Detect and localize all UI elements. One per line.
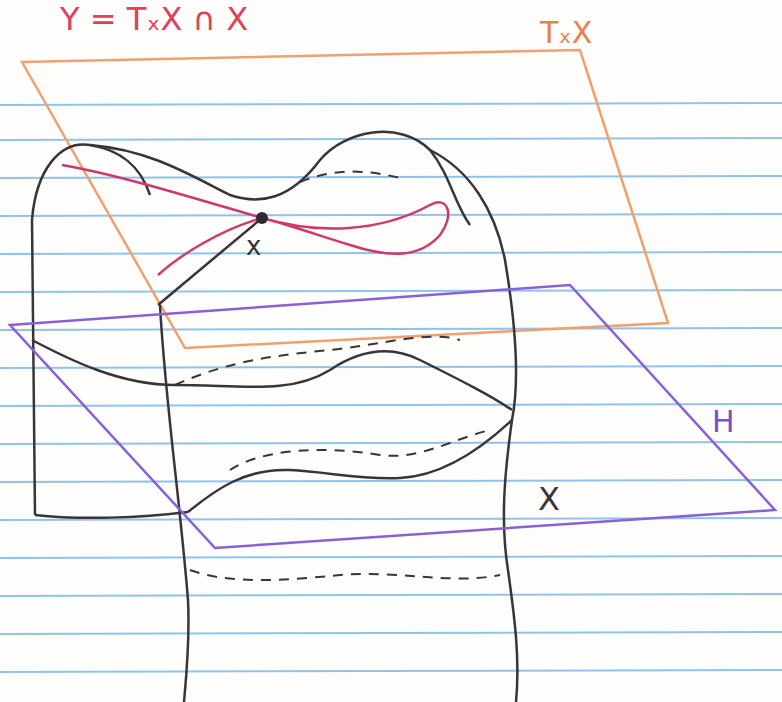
point-label: x bbox=[246, 232, 261, 261]
plane-label: H bbox=[712, 405, 735, 438]
equation-label: Y = TₓX ∩ X bbox=[60, 2, 248, 37]
plane-label: TₓX bbox=[540, 16, 592, 49]
surface-label: X bbox=[538, 482, 560, 517]
intersection-curve bbox=[62, 165, 448, 275]
surface-outline bbox=[32, 132, 517, 702]
point-x bbox=[256, 212, 268, 224]
ruled-lines bbox=[0, 103, 782, 672]
tangent-plane bbox=[22, 50, 668, 348]
hyperplane bbox=[10, 285, 775, 548]
